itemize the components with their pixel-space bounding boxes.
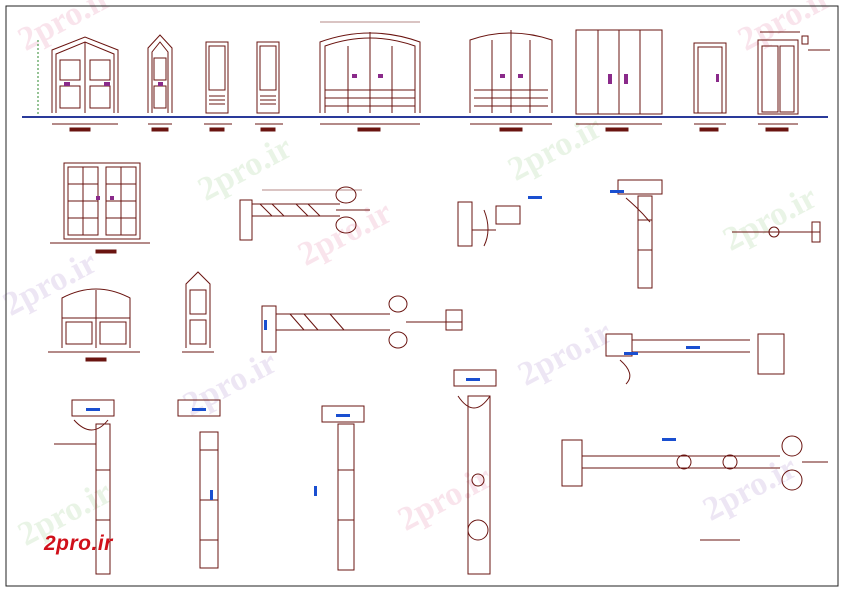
section-detail-5	[605, 333, 785, 385]
door-elevation-5	[319, 21, 421, 132]
door-elevation-4	[255, 41, 283, 132]
section-detail-3	[617, 179, 663, 289]
section-detail-2	[457, 201, 521, 247]
section-detail-8	[321, 405, 365, 571]
door-elevation-3	[204, 41, 232, 132]
door-elevation-8	[693, 42, 727, 132]
section-detail-7	[177, 399, 221, 569]
section-detail-1	[239, 186, 370, 241]
section-detail-6	[54, 399, 115, 575]
door-elevation-10	[182, 271, 214, 353]
hinge-detail	[732, 221, 821, 243]
door-elevation-9	[757, 31, 830, 132]
section-detail-4	[261, 295, 463, 353]
door-elevation-1	[37, 36, 119, 132]
sheet-border	[5, 5, 839, 587]
door-elevation-6	[469, 30, 553, 132]
window-elevation-1	[50, 162, 150, 254]
door-elevation-7	[575, 29, 663, 132]
section-detail-9	[453, 369, 497, 575]
site-logo: 2pro.ir	[44, 532, 113, 555]
section-detail-10	[561, 435, 828, 491]
door-elevation-2	[147, 34, 173, 132]
window-elevation-2	[48, 288, 140, 362]
